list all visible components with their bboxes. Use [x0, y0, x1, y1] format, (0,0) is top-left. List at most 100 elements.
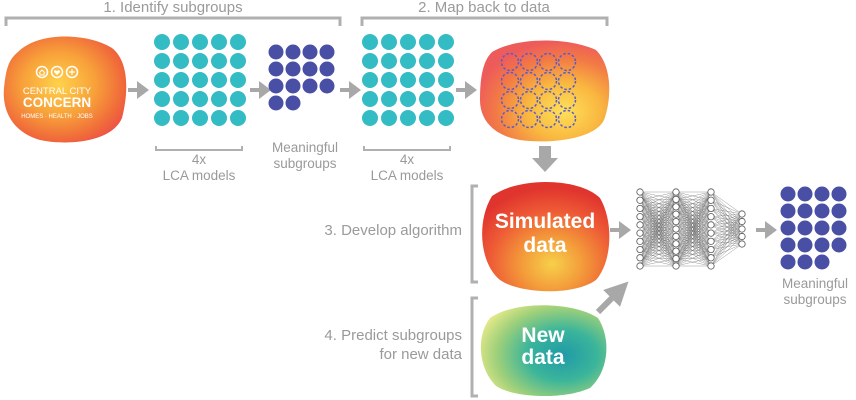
teal-dot — [419, 53, 435, 69]
network-edge — [675, 208, 712, 230]
network-edge — [639, 208, 677, 237]
network-edge — [639, 200, 677, 237]
network-edge — [675, 199, 712, 250]
dashed-circle — [500, 52, 520, 72]
teal-dot — [192, 53, 208, 69]
indigo-dot — [797, 237, 813, 253]
network-edge — [675, 241, 712, 267]
teal-dot — [438, 110, 454, 126]
teal-dot — [438, 34, 454, 50]
network-node — [707, 221, 715, 229]
network-edge — [675, 221, 712, 250]
network-edge — [710, 208, 743, 222]
network-edge — [710, 228, 743, 267]
network-edge — [710, 243, 743, 267]
network-edge — [675, 221, 712, 258]
network-edge — [639, 200, 677, 252]
teal-dot — [211, 110, 227, 126]
network-edge — [675, 208, 712, 222]
network-edge — [639, 228, 677, 242]
meaningful2-line2: subgroups — [783, 292, 846, 307]
network-edge — [675, 208, 712, 237]
network-edge — [675, 221, 712, 234]
network-edge — [639, 243, 677, 267]
network-edge — [675, 216, 712, 222]
network-edge — [710, 224, 743, 245]
dashed-circle — [557, 109, 577, 129]
network-edge — [710, 221, 743, 250]
teal-dot — [400, 53, 416, 69]
teal-dot — [211, 72, 227, 88]
network-edge — [675, 216, 712, 230]
network-edge — [710, 232, 743, 237]
network-edge — [639, 221, 677, 234]
network-edge — [675, 232, 712, 267]
network-edge — [639, 206, 677, 217]
network-edge — [710, 216, 743, 237]
network-edge — [639, 216, 677, 252]
teal-dot — [419, 72, 435, 88]
teal-dot — [400, 72, 416, 88]
new-line2: data — [521, 346, 565, 369]
logo-line1: CENTRAL CITY — [23, 86, 92, 97]
network-edge — [639, 206, 677, 234]
network-edge — [639, 214, 677, 242]
network-edge — [639, 224, 677, 244]
network-node — [707, 188, 715, 196]
network-edge — [710, 224, 743, 230]
network-edge — [639, 228, 677, 250]
network-edge — [675, 228, 712, 250]
network-edge — [639, 241, 677, 267]
teal-dot — [211, 34, 227, 50]
teal-dot — [192, 72, 208, 88]
simulated-data-blob: Simulated data — [482, 181, 610, 292]
network-edge — [710, 232, 743, 245]
network-edge — [639, 249, 677, 252]
network-edge — [675, 249, 712, 252]
dashed-circle — [519, 90, 539, 110]
network-edge — [675, 191, 712, 252]
simulated-line2: data — [523, 234, 567, 257]
network-edge — [710, 208, 743, 215]
network-node — [672, 203, 680, 211]
network-edge — [639, 216, 677, 230]
network-node — [636, 237, 644, 245]
network-edge — [675, 200, 712, 252]
indigo-dot — [780, 186, 796, 202]
step3-label: 3. Develop algorithm — [324, 222, 462, 239]
teal-dot — [173, 72, 189, 88]
network-node — [707, 204, 715, 213]
network-edge — [639, 199, 677, 201]
network-node — [707, 229, 715, 237]
network-edge — [675, 206, 712, 234]
network-edge — [639, 206, 677, 226]
network-edge — [675, 216, 712, 267]
network-node — [707, 213, 715, 221]
network-edge — [639, 232, 677, 259]
indigo-dot — [797, 203, 813, 219]
network-node — [672, 210, 680, 218]
teal-dot — [419, 34, 435, 50]
network-edge — [639, 191, 677, 250]
teal-dot — [438, 72, 454, 88]
dashed-circle — [500, 109, 520, 129]
network-edge — [675, 232, 712, 259]
dashed-circle — [500, 90, 520, 110]
dashed-circle — [538, 52, 558, 72]
network-edge — [675, 224, 712, 230]
step1-label: 1. Identify subgroups — [103, 0, 242, 16]
indigo-dot — [797, 220, 813, 236]
network-edge — [675, 191, 712, 217]
teal-dot — [230, 72, 246, 88]
network-edge — [639, 214, 677, 258]
teal-dot — [230, 53, 246, 69]
network-edge — [710, 228, 743, 250]
right-arrow-icon — [250, 81, 271, 99]
network-edge — [675, 236, 712, 250]
dashed-circle — [519, 109, 539, 129]
network-edge — [639, 228, 677, 234]
teal-dot — [362, 53, 378, 69]
network-edge — [675, 224, 712, 237]
network-edge — [675, 206, 712, 209]
network-edge — [675, 243, 712, 250]
